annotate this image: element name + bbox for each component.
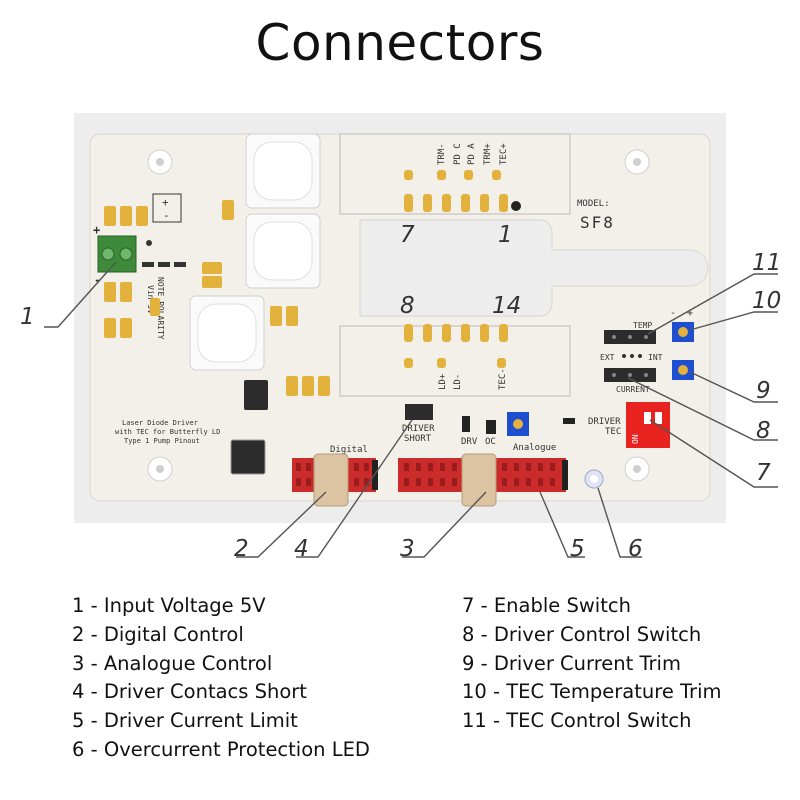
pin-label-pd-c: PD C <box>453 143 463 165</box>
callout-2: 2 <box>234 536 249 562</box>
pin-number-1: 1 <box>498 222 513 248</box>
jumper-pins-2 <box>612 373 648 377</box>
switch-on-label: ON <box>631 434 640 444</box>
pin-label-trm-minus: TRM- <box>437 143 447 165</box>
current-limit-trimmer <box>507 412 529 436</box>
driver-current-trimmer <box>672 360 694 380</box>
mounting-hole <box>147 149 173 175</box>
legend-item: 9 - Driver Current Trim <box>462 651 681 675</box>
int-label: INT <box>648 353 663 362</box>
ld-pads-bottom <box>404 324 508 368</box>
legend-item: 4 - Driver Contacs Short <box>72 680 307 704</box>
driver-tec-label-2: TEC <box>605 427 621 437</box>
callout-4: 4 <box>294 536 309 562</box>
callout-5: 5 <box>570 536 585 562</box>
pin-label-ld-plus: LD+ <box>438 373 448 390</box>
analogue-header <box>398 453 568 507</box>
inductor <box>245 133 321 209</box>
legend-item: 1 - Input Voltage 5V <box>72 594 266 617</box>
note-polarity-text: NOTE POLARITY <box>156 277 165 340</box>
driver-short-jumper <box>405 404 433 420</box>
board-desc-line2: with TEC for Butterfly LD <box>115 428 220 436</box>
overcurrent-led <box>584 469 604 489</box>
trim-plus-label: + <box>687 308 693 319</box>
current-label: CURRENT <box>616 385 650 394</box>
pin-label-tec-minus: TEC- <box>498 368 508 390</box>
legend-item: 11 - TEC Control Switch <box>462 709 692 733</box>
oc-led <box>486 420 496 434</box>
pin-number-14: 14 <box>492 293 521 319</box>
callout-9: 9 <box>756 378 771 404</box>
model-name: SF8 <box>580 213 615 232</box>
board-desc-line1: Laser Diode Driver <box>122 419 198 427</box>
terminal-minus-label: - <box>94 273 101 287</box>
legend-item: 3 - Analogue Control <box>72 651 273 675</box>
legend-item: 2 - Digital Control <box>72 622 244 646</box>
legend-item: 10 - TEC Temperature Trim <box>462 680 722 704</box>
ld-socket-outline-top <box>339 133 571 215</box>
digital-label: Digital <box>330 445 368 455</box>
callout-3: 3 <box>400 536 415 562</box>
ext-int-dots <box>622 354 642 358</box>
pin-label-trm-plus: TRM+ <box>483 143 493 165</box>
legend-right: 7 - Enable Switch 8 - Driver Control Swi… <box>462 592 722 736</box>
inductor <box>189 295 265 371</box>
smd-small-parts <box>142 240 186 267</box>
smd-capacitors <box>104 200 330 396</box>
mounting-hole <box>624 149 650 175</box>
callout-7: 7 <box>756 460 771 486</box>
callout-8: 8 <box>756 418 771 444</box>
driver-short-label-1: DRIVER <box>402 424 435 434</box>
callout-6: 6 <box>628 536 643 562</box>
jumper-pins <box>612 335 648 339</box>
mounting-hole <box>624 456 650 482</box>
legend-item: 6 - Overcurrent Protection LED <box>72 737 370 761</box>
polarity-box <box>152 193 182 223</box>
inductor <box>245 213 321 289</box>
model-label: MODEL: <box>577 199 610 209</box>
terminal-plus-label: + <box>93 223 100 237</box>
input-terminal <box>97 235 137 273</box>
legend-item: 8 - Driver Control Switch <box>462 622 702 646</box>
callout-lines <box>44 261 778 558</box>
pin-number-8: 8 <box>400 293 415 319</box>
mounting-hole <box>147 456 173 482</box>
ic-chip-qfn <box>230 439 266 475</box>
ext-label: EXT <box>600 353 615 362</box>
oc-label: OC <box>485 437 496 447</box>
callout-11: 11 <box>752 250 781 276</box>
ld-socket-outline-bottom <box>339 325 571 397</box>
temp-label: TEMP <box>633 321 652 330</box>
polarity-minus: - <box>163 209 170 222</box>
page-title: Connectors <box>255 14 545 72</box>
legend-left: 1 - Input Voltage 5V 2 - Digital Control… <box>72 592 370 765</box>
drv-led <box>462 416 470 432</box>
ld-pads-top <box>404 170 521 212</box>
pin-label-ld-minus: LD- <box>453 374 463 390</box>
enable-dip-switch <box>626 402 670 448</box>
smd-resistor <box>563 418 575 424</box>
legend-item: 5 - Driver Current Limit <box>72 709 298 733</box>
trim-minus-label: - <box>670 308 676 319</box>
analogue-label: Analogue <box>513 443 556 453</box>
driver-tec-label-1: DRIVER <box>588 417 621 427</box>
callout-1: 1 <box>20 304 35 330</box>
callout-10: 10 <box>752 288 781 314</box>
pin-number-7: 7 <box>400 222 415 248</box>
pin-label-pd-a: PD A <box>467 143 477 165</box>
legend-item: 7 - Enable Switch <box>462 594 631 617</box>
tec-temperature-trimmer <box>672 322 694 342</box>
driver-short-label-2: SHORT <box>404 434 432 444</box>
board-desc-line3: Type 1 Pump Pinout <box>124 437 200 445</box>
ic-chip <box>244 380 268 410</box>
polarity-plus: + <box>162 196 169 209</box>
drv-label: DRV <box>461 437 478 447</box>
pin-label-tec-plus: TEC+ <box>499 143 509 165</box>
